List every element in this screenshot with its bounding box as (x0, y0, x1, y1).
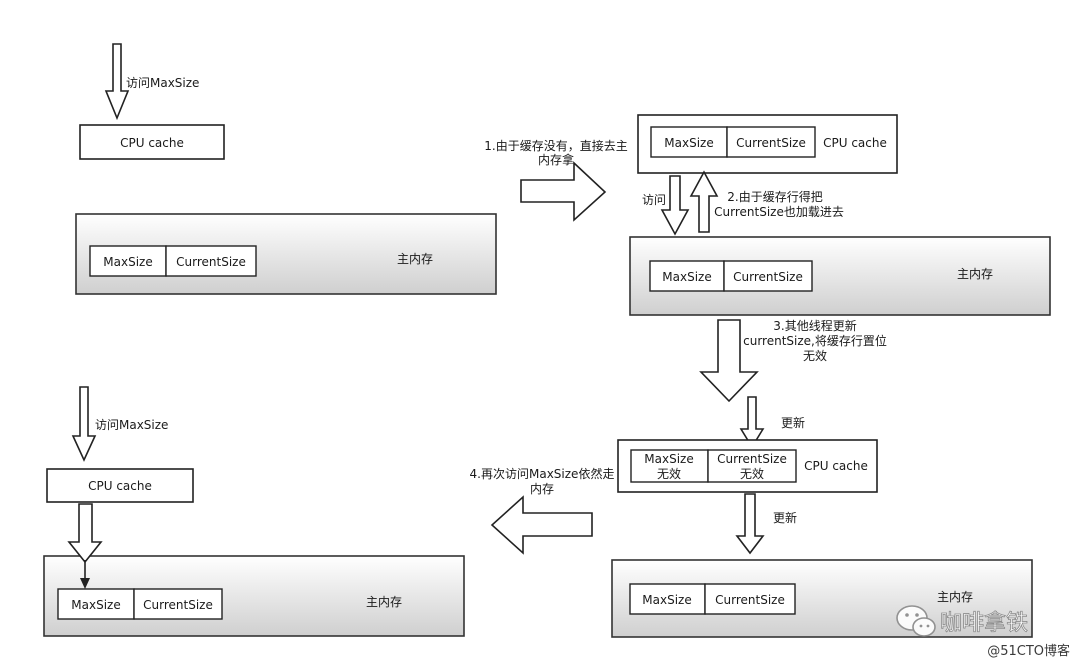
step3-text-line3: 无效 (803, 348, 827, 363)
cpu-cache-label: CPU cache (120, 136, 184, 150)
update-arrow-down (739, 396, 765, 449)
stage-invalidated: 更新 MaxSize 无效 CurrentSize 无效 CPU cache 更… (611, 396, 1033, 638)
currentsize-cell (704, 583, 796, 615)
watermark-brand: 咖啡拿铁 (940, 610, 1028, 636)
cpu-cache-label: CPU cache (823, 136, 887, 150)
step3: 3.其他线程更新 currentSize,将缓存行置位 无效 (699, 318, 887, 403)
currentsize-label: CurrentSize (717, 452, 787, 466)
step4: 4.再次访问MaxSize依然走 内存 (470, 466, 615, 555)
maxsize-label: MaxSize (71, 598, 120, 612)
step1-text-line2: 内存拿 (538, 152, 574, 167)
cpu-cache-label: CPU cache (804, 459, 868, 473)
access-arrow-down (71, 386, 97, 462)
main-memory-label: 主内存 (957, 267, 993, 281)
watermark-site: @51CTO博客 (987, 643, 1070, 659)
invalid-label: 无效 (657, 466, 681, 481)
step1-arrow-right (520, 161, 607, 222)
step1: 1.由于缓存没有，直接去主 内存拿 (484, 138, 628, 222)
stage-reaccess: 访问MaxSize CPU cache MaxSize CurrentSize … (43, 386, 465, 637)
update-label-bottom: 更新 (773, 510, 797, 525)
maxsize-label: MaxSize (662, 270, 711, 284)
currentsize-cell (723, 260, 813, 292)
access-label: 访问 (642, 193, 666, 207)
currentsize-cell (165, 245, 257, 277)
step4-arrow-left (490, 495, 593, 555)
stage-loaded: MaxSize CurrentSize CPU cache 访问 2.由于缓存行… (629, 114, 1051, 316)
update-label-top: 更新 (781, 415, 805, 430)
cpu-cache-label: CPU cache (88, 479, 152, 493)
access-maxsize-label: 访问MaxSize (126, 76, 199, 90)
stage-initial: 访问MaxSize CPU cache MaxSize CurrentSize … (75, 43, 497, 295)
main-memory-label: 主内存 (366, 595, 402, 609)
step2-text-line2: CurrentSize也加载进去 (714, 205, 844, 219)
currentsize-invalid-cell (707, 449, 797, 483)
cpu-cache-box (46, 468, 194, 503)
currentsize-label: CurrentSize (715, 593, 785, 607)
maxsize-cell (650, 126, 728, 158)
currentsize-label: CurrentSize (143, 598, 213, 612)
main-memory-label: 主内存 (937, 590, 973, 604)
currentsize-label: CurrentSize (733, 270, 803, 284)
currentsize-label: CurrentSize (176, 255, 246, 269)
wechat-icon (896, 605, 936, 637)
watermark: 咖啡拿铁 @51CTO博客 (896, 605, 1070, 659)
invalid-label: 无效 (740, 466, 764, 481)
maxsize-label: MaxSize (664, 136, 713, 150)
currentsize-cell (726, 126, 816, 158)
maxsize-cell (649, 260, 725, 292)
access-arrow-down (104, 43, 130, 121)
cpu-cache-box (79, 124, 225, 160)
maxsize-cell (89, 245, 167, 277)
passthrough-arrow-down (67, 503, 103, 564)
main-memory-label: 主内存 (397, 252, 433, 266)
load-arrow-up (689, 170, 719, 233)
currentsize-label: CurrentSize (736, 136, 806, 150)
access-maxsize-label: 访问MaxSize (95, 418, 168, 432)
update-arrow-down (735, 493, 765, 555)
step4-text-line1: 4.再次访问MaxSize依然走 (470, 466, 615, 481)
step4-text-line2: 内存 (530, 482, 554, 496)
step3-text-line1: 3.其他线程更新 (773, 318, 856, 333)
maxsize-label: MaxSize (103, 255, 152, 269)
maxsize-label: MaxSize (644, 452, 693, 466)
currentsize-cell (133, 588, 223, 620)
maxsize-invalid-cell (630, 449, 709, 483)
step1-text-line1: 1.由于缓存没有，直接去主 (484, 138, 627, 153)
step2-text-line1: 2.由于缓存行得把 (727, 189, 822, 204)
pointer-head (80, 578, 90, 589)
access-arrow-down (660, 175, 690, 236)
step3-arrow-down (699, 319, 759, 403)
step3-text-line2: currentSize,将缓存行置位 (743, 333, 887, 348)
maxsize-label: MaxSize (642, 593, 691, 607)
